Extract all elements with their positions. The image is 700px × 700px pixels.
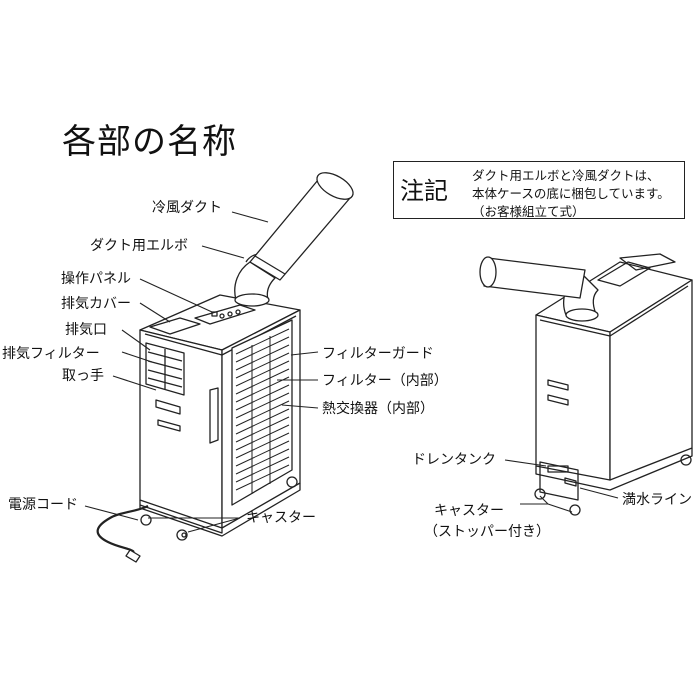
leader-lines bbox=[84, 211, 619, 533]
label-control-panel: 操作パネル bbox=[61, 271, 131, 287]
note-box: 注記 ダクト用エルボと冷風ダクトは、 本体ケースの底に梱包しています。 （お客様… bbox=[393, 161, 685, 219]
label-filter-guard: フィルターガード bbox=[322, 346, 434, 362]
label-exhaust-port: 排気口 bbox=[65, 322, 107, 338]
label-power-cord: 電源コード bbox=[8, 497, 78, 513]
label-cold-duct: 冷風ダクト bbox=[152, 200, 222, 216]
label-exhaust-filter: 排気フィルター bbox=[2, 346, 100, 362]
label-casters-stopper: （ストッパー付き） bbox=[424, 524, 550, 540]
note-line-1: ダクト用エルボと冷風ダクトは、 bbox=[472, 168, 660, 183]
label-full-water-line: 満水ライン bbox=[622, 492, 692, 508]
front-unit-drawing bbox=[96, 172, 354, 563]
note-heading: 注記 bbox=[400, 177, 448, 205]
label-heat-exchanger: 熱交換器（内部） bbox=[322, 401, 434, 417]
label-casters-back: キャスター bbox=[434, 503, 504, 519]
note-line-2: 本体ケースの底に梱包しています。 bbox=[472, 186, 670, 201]
label-filter-inner: フィルター（内部） bbox=[322, 373, 448, 389]
label-duct-elbow: ダクト用エルボ bbox=[90, 238, 188, 254]
note-line-3: （お客様組立て式） bbox=[472, 204, 585, 219]
back-unit-drawing bbox=[479, 253, 693, 516]
label-casters-front: キャスター bbox=[246, 510, 316, 526]
label-drain-tank: ドレンタンク bbox=[412, 452, 496, 468]
page-title: 各部の名称 bbox=[62, 122, 237, 162]
label-handle: 取っ手 bbox=[62, 368, 104, 384]
label-exhaust-cover: 排気カバー bbox=[61, 296, 131, 312]
